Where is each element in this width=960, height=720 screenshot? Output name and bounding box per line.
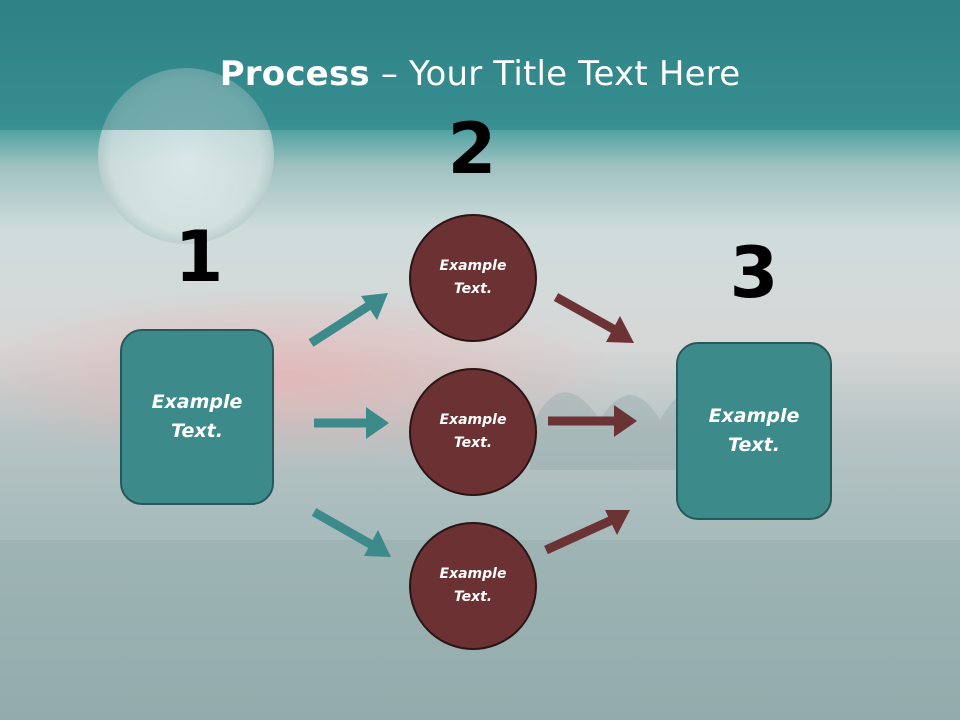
end-box[interactable]: Example Text. bbox=[676, 342, 832, 520]
title-rest: – Your Title Text Here bbox=[369, 54, 741, 94]
step-number-2: 2 bbox=[447, 108, 497, 190]
middle-circle-middle-label: Example Text. bbox=[439, 412, 507, 451]
middle-circle-middle[interactable]: Example Text. bbox=[409, 368, 537, 496]
arrow-teal-down bbox=[311, 508, 391, 557]
start-box[interactable]: Example Text. bbox=[120, 329, 274, 505]
arrow-maroon-up bbox=[544, 510, 630, 555]
arrow-maroon-right bbox=[548, 405, 637, 437]
step-number-3: 3 bbox=[729, 232, 779, 314]
middle-circle-top-label: Example Text. bbox=[439, 258, 507, 297]
title-bold: Process bbox=[219, 54, 370, 94]
middle-circle-bottom-label: Example Text. bbox=[439, 566, 507, 605]
step-number-1: 1 bbox=[174, 216, 224, 298]
middle-circle-bottom[interactable]: Example Text. bbox=[409, 522, 537, 650]
start-box-label: Example Text. bbox=[151, 391, 243, 442]
end-box-label: Example Text. bbox=[708, 405, 800, 456]
arrow-teal-up bbox=[308, 293, 388, 347]
slide-title: Process – Your Title Text Here bbox=[0, 52, 960, 96]
middle-circle-top[interactable]: Example Text. bbox=[409, 214, 537, 342]
arrow-teal-right bbox=[314, 407, 389, 439]
arrow-maroon-down bbox=[553, 293, 634, 343]
